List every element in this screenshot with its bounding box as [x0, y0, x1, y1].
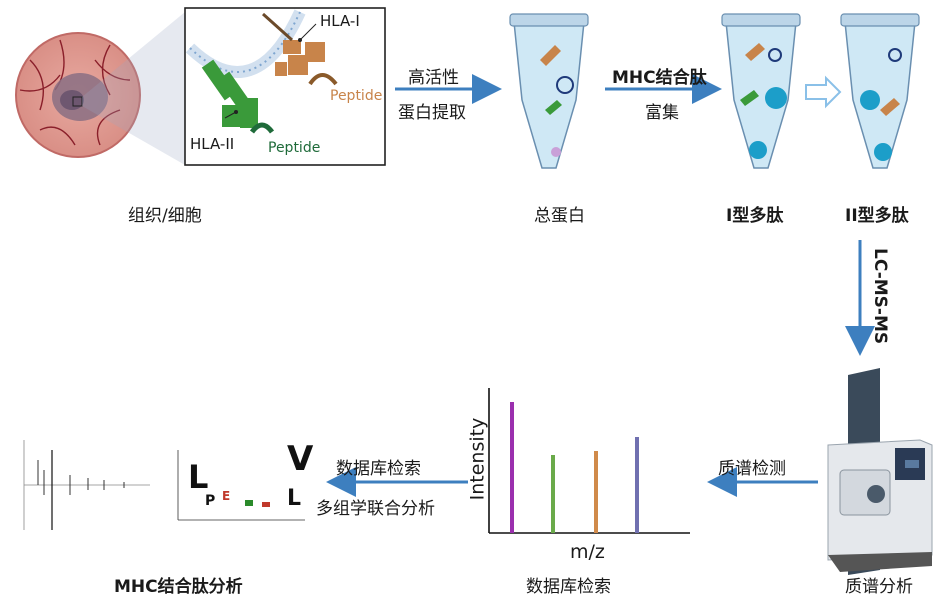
step-enrich-line1: MHC结合肽 — [612, 68, 707, 88]
sequence-logo: L P E V L — [177, 439, 314, 521]
svg-text:L: L — [188, 458, 208, 496]
label-class1: I型多肽 — [726, 206, 784, 226]
step-lcmsms: LC-MS-MS — [870, 248, 890, 345]
label-class2: II型多肽 — [845, 206, 909, 226]
svg-text:L: L — [287, 486, 301, 511]
mini-spectrum — [23, 440, 150, 530]
inset-hla2: HLA-II — [190, 135, 235, 153]
label-tissue: 组织/细胞 — [128, 206, 202, 226]
step-enrich-line2: 富集 — [645, 103, 679, 123]
inset-peptide2: Peptide — [268, 140, 321, 156]
step-db-search-line2: 多组学联合分析 — [316, 499, 435, 519]
spectrum-ylabel: Intensity — [466, 417, 489, 501]
svg-text:V: V — [287, 439, 314, 479]
label-mhc-analysis: MHC结合肽分析 — [114, 577, 243, 597]
spectrum-plot — [488, 388, 690, 534]
tube-total-protein — [509, 13, 589, 169]
svg-text:P: P — [205, 493, 215, 509]
svg-text:E: E — [222, 489, 230, 503]
step-db-search-line1: 数据库检索 — [336, 459, 421, 479]
inset-peptide1: Peptide — [330, 88, 383, 104]
hla-inset — [184, 7, 386, 166]
step-extract-line2: 蛋白提取 — [398, 103, 466, 123]
tube-class2 — [840, 13, 920, 169]
inset-hla1: HLA-I — [320, 12, 360, 30]
tube-class1 — [721, 13, 801, 169]
tissue-illustration — [15, 12, 185, 165]
spectrum-xlabel: m/z — [570, 541, 605, 563]
label-database-search: 数据库检索 — [526, 577, 611, 597]
mass-spectrometer — [827, 368, 933, 575]
label-total-protein: 总蛋白 — [534, 206, 585, 226]
step-ms-detection: 质谱检测 — [718, 459, 786, 479]
step-extract-line1: 高活性 — [408, 68, 459, 88]
hollow-arrow — [805, 75, 842, 109]
label-ms-analysis: 质谱分析 — [845, 577, 913, 597]
